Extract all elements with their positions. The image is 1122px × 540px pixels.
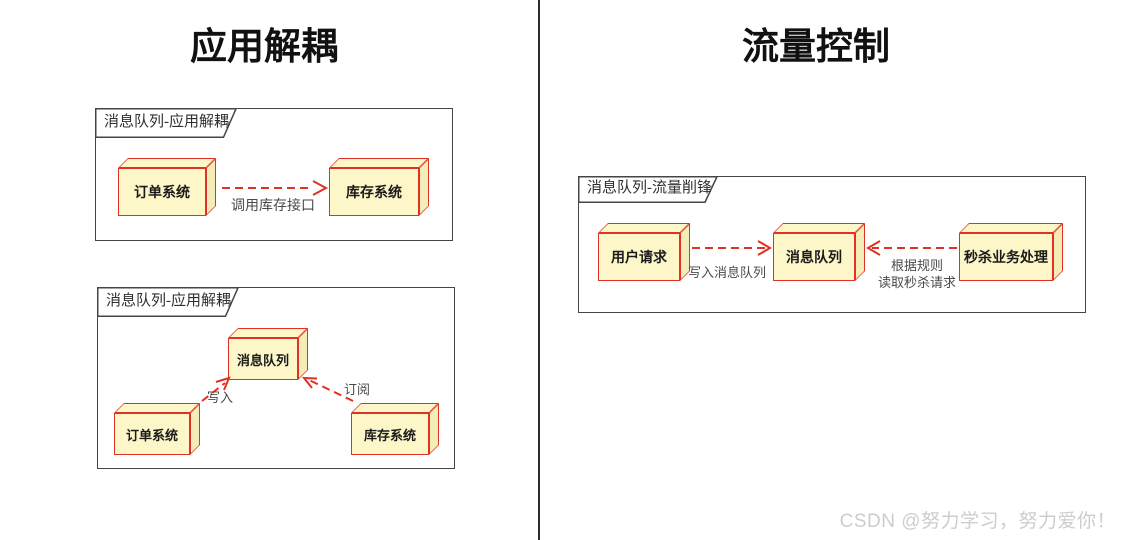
frame-tab-label: 消息队列-应用解耦: [104, 114, 229, 130]
node-seckill-handler: 秒杀业务处理: [959, 223, 1063, 281]
node-top-face: [118, 158, 216, 168]
edge-label-call-inventory: 调用库存接口: [231, 199, 315, 214]
node-side-face: [1053, 223, 1063, 281]
node-user-request: 用户请求: [598, 223, 690, 281]
node-label: 订单系统: [125, 427, 178, 443]
page-title-right: 流量控制: [742, 27, 890, 68]
node-message-queue: 消息队列: [773, 223, 865, 281]
node-inventory-system: 库存系统: [351, 403, 439, 455]
edge-label-read-rules-line2: 读取秒杀请求: [877, 275, 956, 290]
node-top-face: [959, 223, 1063, 233]
edge-label-read-rules: 根据规则 读取秒杀请求: [862, 257, 972, 291]
node-top-face: [228, 328, 308, 338]
node-top-face: [114, 403, 200, 413]
edge-label-write: 写入: [207, 390, 234, 405]
node-label: 用户请求: [611, 251, 667, 266]
node-top-face: [598, 223, 690, 233]
node-label: 库存系统: [346, 186, 402, 201]
frame-decouple-mq: 消息队列-应用解耦 消息队列 订单系统 库存系统: [97, 287, 455, 469]
node-front-face: 消息队列: [228, 338, 298, 380]
node-side-face: [190, 403, 200, 455]
node-front-face: 库存系统: [329, 168, 419, 216]
frame-tab: 消息队列-应用解耦: [97, 287, 239, 317]
node-front-face: 用户请求: [598, 233, 680, 281]
node-front-face: 消息队列: [773, 233, 855, 281]
frame-decouple-direct: 消息队列-应用解耦 订单系统 库存系统 调用库存接口: [95, 108, 453, 241]
node-inventory-system: 库存系统: [329, 158, 429, 216]
node-label: 库存系统: [363, 427, 416, 443]
node-order-system: 订单系统: [118, 158, 216, 216]
frame-tab-shape: [97, 287, 239, 317]
node-front-face: 秒杀业务处理: [959, 233, 1053, 281]
edge-label-read-rules-line1: 根据规则: [890, 258, 943, 273]
node-side-face: [298, 328, 308, 380]
node-message-queue: 消息队列: [228, 328, 308, 380]
edge-label-write-queue: 写入消息队列: [687, 265, 766, 280]
edge-label-subscribe: 订阅: [344, 382, 371, 397]
node-label: 消息队列: [786, 251, 842, 266]
frame-tab-label: 消息队列-流量削锋: [587, 180, 712, 196]
center-divider: [538, 0, 540, 540]
node-label: 订单系统: [134, 186, 190, 201]
csdn-watermark: CSDN @努力学习，努力爱你！: [839, 511, 1116, 532]
node-side-face: [419, 158, 429, 216]
node-top-face: [351, 403, 439, 413]
frame-tab: 消息队列-流量削锋: [578, 176, 718, 203]
frame-tab-shape: [578, 176, 718, 203]
node-front-face: 库存系统: [351, 413, 429, 455]
node-front-face: 订单系统: [114, 413, 190, 455]
node-label: 秒杀业务处理: [964, 251, 1048, 266]
node-order-system: 订单系统: [114, 403, 200, 455]
frame-tab-label: 消息队列-应用解耦: [106, 293, 231, 309]
node-top-face: [329, 158, 429, 168]
node-front-face: 订单系统: [118, 168, 206, 216]
frame-tab-shape: [95, 108, 237, 138]
frame-throttle: 消息队列-流量削锋 用户请求 消息队列 秒杀业务处理: [578, 176, 1086, 313]
node-label: 消息队列: [236, 352, 289, 368]
node-top-face: [773, 223, 865, 233]
node-side-face: [429, 403, 439, 455]
page-title-left: 应用解耦: [190, 27, 338, 68]
frame-tab: 消息队列-应用解耦: [95, 108, 237, 138]
